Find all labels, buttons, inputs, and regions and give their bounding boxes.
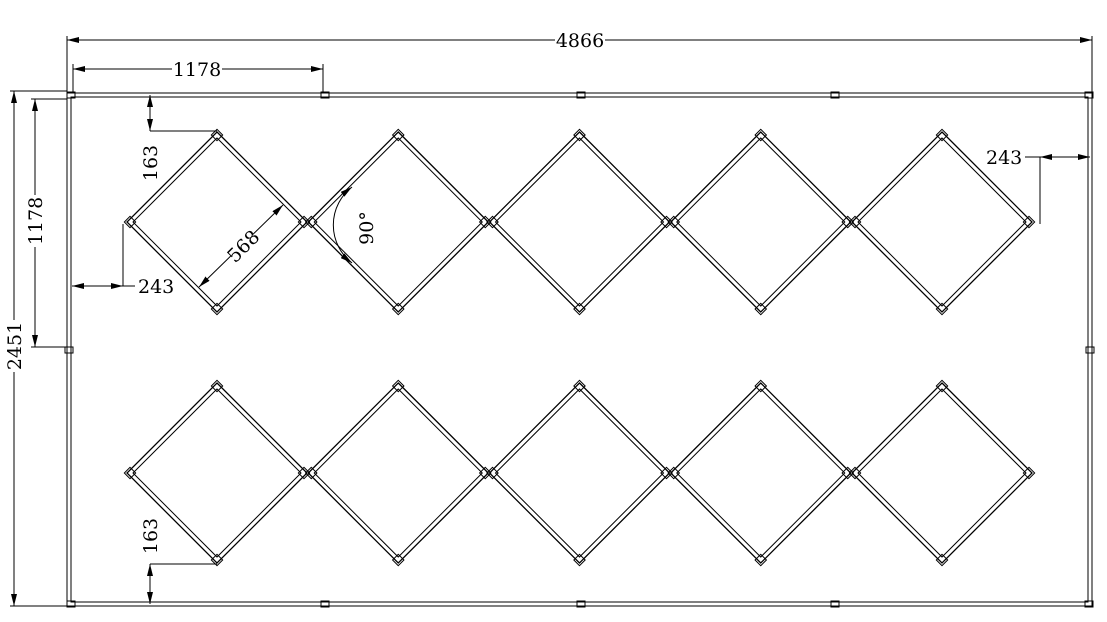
- frame-connector: [66, 600, 76, 608]
- frame-joints: [64, 91, 1095, 608]
- diamond-frame: [123, 128, 311, 316]
- joint-connector: [1022, 466, 1036, 480]
- frame-connector: [576, 91, 586, 99]
- joint-connector: [304, 466, 318, 480]
- joint-connector: [210, 553, 224, 567]
- joint-connector: [478, 466, 492, 480]
- frame-connector: [1085, 346, 1095, 354]
- joint-connector: [667, 466, 681, 480]
- diamond-frame: [486, 379, 673, 567]
- joint-connector: [573, 128, 586, 142]
- joint-connector: [935, 128, 949, 142]
- frame-connector: [1084, 91, 1094, 99]
- joint-connector: [391, 553, 405, 567]
- joint-connector: [391, 379, 405, 393]
- joint-connector: [935, 302, 949, 316]
- joint-connector: [123, 215, 137, 229]
- joint-connector: [660, 466, 673, 480]
- diamond-frame: [667, 379, 855, 567]
- module-height-label: 1178: [25, 197, 47, 245]
- joint-connector: [841, 215, 855, 229]
- module-width-label: 1178: [173, 59, 221, 81]
- frame-connector: [830, 91, 840, 99]
- frame-connector: [320, 91, 330, 99]
- diamond-grid: [123, 128, 1036, 567]
- joint-connector: [660, 215, 673, 229]
- joint-connector: [486, 215, 499, 229]
- right-offset-label: 243: [986, 147, 1022, 169]
- frame-connector: [320, 600, 330, 608]
- joint-connector: [486, 466, 499, 480]
- joint-connector: [391, 128, 405, 142]
- joint-connector: [210, 379, 224, 393]
- bottom-offset-label: 163: [140, 518, 162, 554]
- frame-connector: [1084, 600, 1094, 608]
- joint-connector: [935, 553, 949, 567]
- joint-connector: [573, 302, 586, 316]
- diamond-frame: [667, 128, 855, 316]
- joint-connector: [297, 215, 311, 229]
- top-offset-label: 163: [140, 145, 162, 181]
- diamond-frame: [123, 379, 311, 567]
- frame-connector: [66, 91, 76, 99]
- joint-connector: [1022, 215, 1036, 229]
- joint-connector: [754, 553, 768, 567]
- joint-connector: [754, 379, 768, 393]
- joint-connector: [754, 128, 768, 142]
- joint-connector: [210, 302, 224, 316]
- diamond-frame: [304, 379, 492, 567]
- joint-connector: [573, 553, 586, 567]
- diamond-frame: [486, 128, 673, 316]
- diamond-side-label: 568: [223, 226, 264, 267]
- outer-frame: [66, 92, 1093, 607]
- joint-connector: [478, 215, 492, 229]
- diamond-frame: [848, 128, 1036, 316]
- overall-width-label: 4866: [556, 30, 604, 52]
- frame-connector: [830, 600, 840, 608]
- joint-connector: [754, 302, 768, 316]
- dimension-lines: [10, 36, 1093, 607]
- joint-connector: [210, 128, 224, 142]
- dimension-labels: 4866 1178 2451 1178 163 163 243 243 568 …: [4, 30, 1022, 554]
- joint-connector: [297, 466, 311, 480]
- joint-connector: [848, 215, 862, 229]
- joint-connector: [935, 379, 949, 393]
- joint-connector: [848, 466, 862, 480]
- left-offset-label: 243: [138, 276, 174, 298]
- overall-height-label: 2451: [4, 322, 26, 370]
- joint-connector: [304, 215, 318, 229]
- diamond-frame: [848, 379, 1036, 567]
- joint-connector: [391, 302, 405, 316]
- joint-connector: [667, 215, 681, 229]
- joint-connector: [841, 466, 855, 480]
- frame-connector: [64, 346, 74, 354]
- joint-connector: [573, 379, 586, 393]
- angle-label: 90°: [356, 211, 378, 245]
- joint-connector: [123, 466, 137, 480]
- frame-connector: [576, 600, 586, 608]
